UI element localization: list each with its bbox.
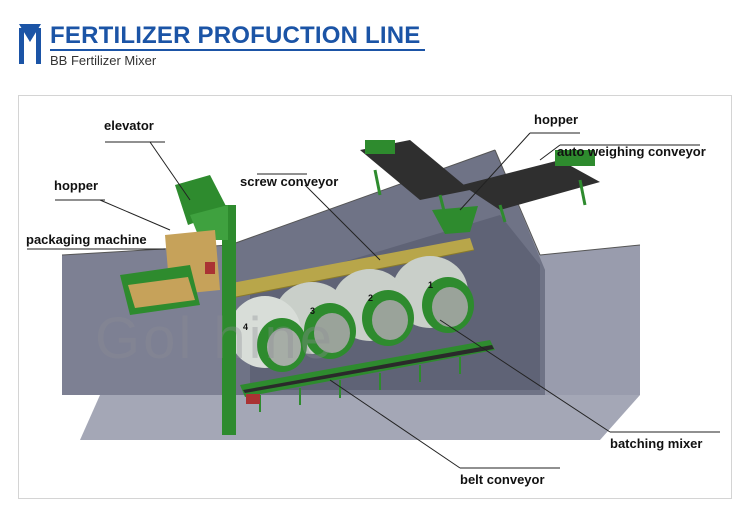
leader-lines <box>27 132 720 469</box>
label-elevator: elevator <box>104 118 154 133</box>
label-screw-conveyor: screw conveyor <box>240 174 339 189</box>
belt-conveyor <box>240 340 495 412</box>
mixer-number-4: 4 <box>243 322 249 332</box>
label-belt-conveyor: belt conveyor <box>460 472 545 487</box>
batching-mixer-3 <box>274 282 356 359</box>
hopper-right <box>432 206 478 234</box>
elevator <box>175 175 236 435</box>
mixer-number-1: 1 <box>428 280 434 290</box>
watermark: Gol hine <box>95 306 336 371</box>
label-auto-weighing-conveyor: auto weighing conveyor <box>557 144 706 159</box>
mixer-number-2: 2 <box>368 293 374 303</box>
batching-mixers <box>229 256 474 372</box>
packaging-machine <box>120 230 220 315</box>
label-packaging-machine: packaging machine <box>26 232 147 247</box>
label-hopper-left: hopper <box>54 178 99 193</box>
label-batching-mixer: batching mixer <box>610 436 703 451</box>
brand-logo-icon <box>19 24 41 64</box>
header: FERTILIZER PROFUCTION LINE BB Fertilizer… <box>0 0 750 80</box>
label-hopper-right: hopper <box>534 112 579 127</box>
page-subtitle: BB Fertilizer Mixer <box>50 53 157 68</box>
auto-weighing-conveyor <box>360 140 600 223</box>
mixer-number-3: 3 <box>310 306 316 316</box>
page-title: FERTILIZER PROFUCTION LINE <box>50 22 421 49</box>
batching-mixer-4 <box>229 296 307 372</box>
title-underline <box>50 49 425 51</box>
